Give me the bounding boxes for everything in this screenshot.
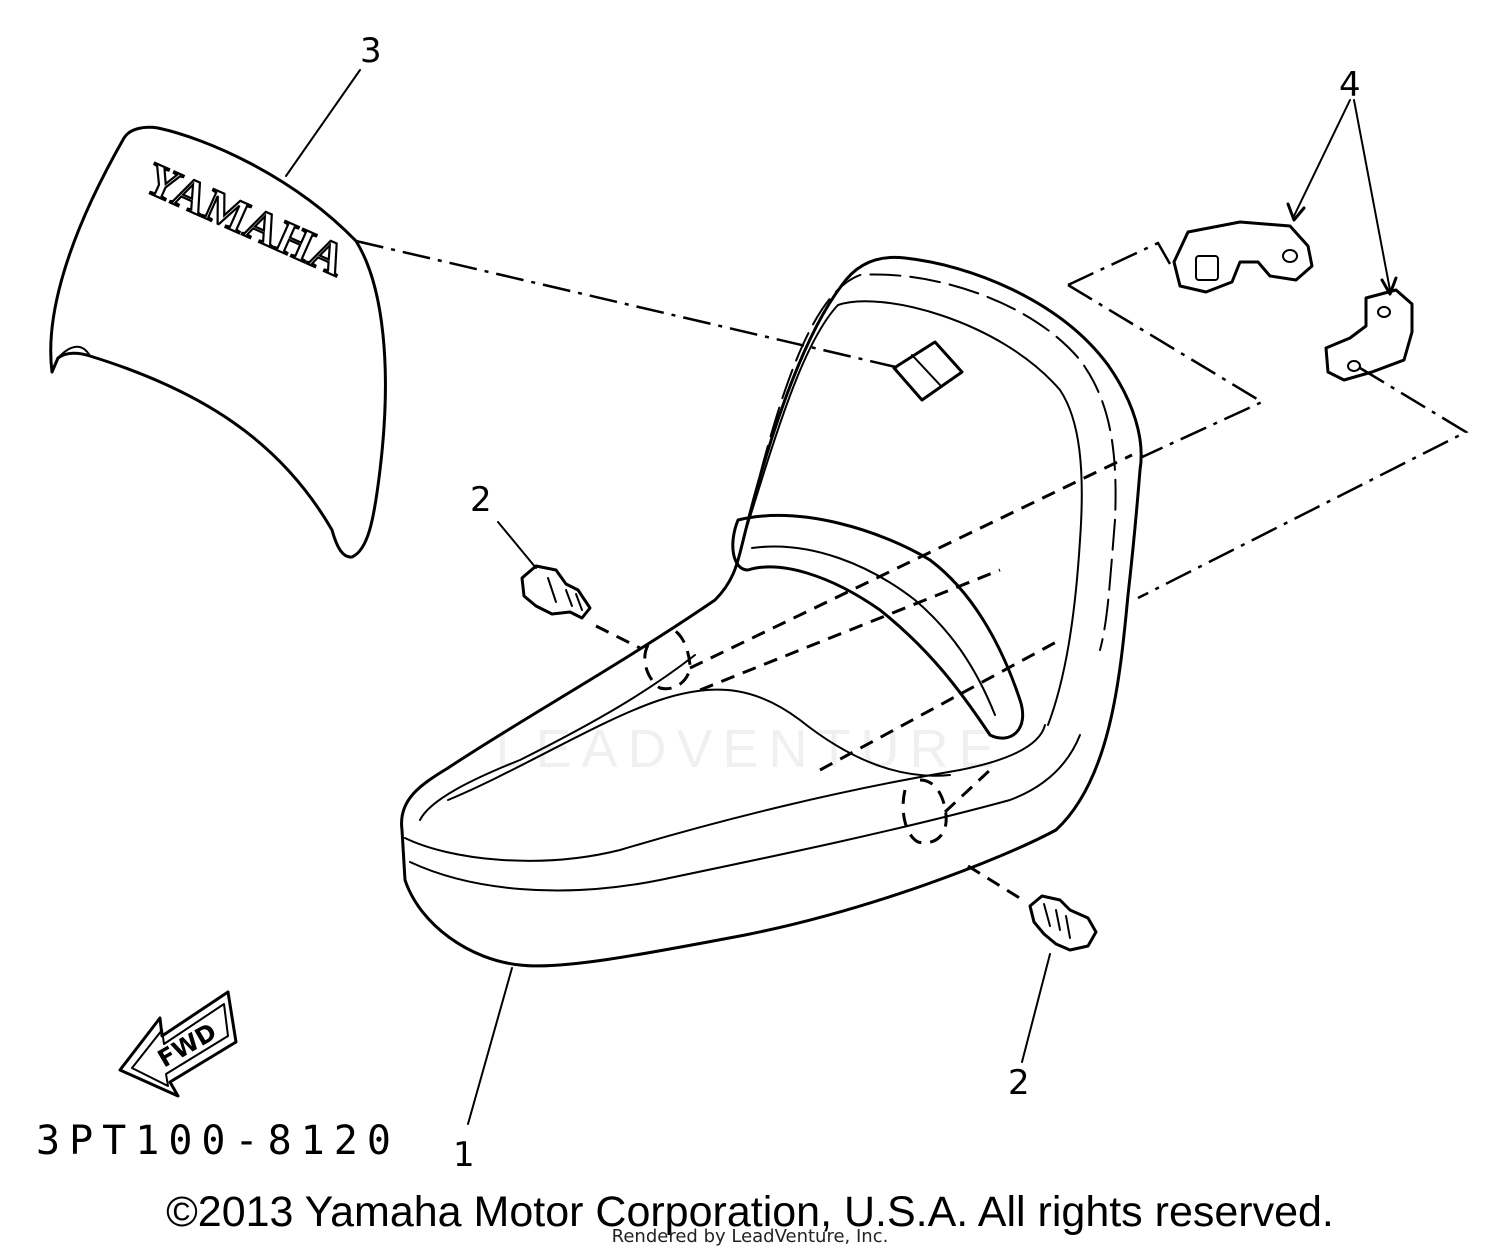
rendered-by-notice: Rendered by LeadVenture, Inc.: [611, 1226, 889, 1247]
arrowhead-4a: [1286, 202, 1306, 222]
mounting-bracket-lower[interactable]: [1324, 288, 1414, 382]
leader-4a: [1293, 99, 1351, 217]
bracket-locator-b: [1137, 366, 1469, 600]
leader-1: [467, 967, 513, 1125]
mount-line-front: [699, 568, 1001, 692]
arrowhead-4b: [1380, 276, 1398, 296]
bolt-right[interactable]: [1028, 894, 1098, 952]
callout-3: 3: [360, 31, 382, 71]
callout-2-right: 2: [1008, 1063, 1030, 1103]
bolt-left[interactable]: [520, 564, 592, 620]
callout-1: 1: [453, 1135, 475, 1175]
diagram-part-code: 3PT100-8120: [36, 1118, 400, 1164]
mount-line-bolt2: [943, 768, 992, 814]
leader-3: [285, 69, 361, 177]
copyright-notice: ©2013 Yamaha Motor Corporation, U.S.A. A…: [166, 1188, 1334, 1236]
bolt-left-leader: [595, 624, 641, 650]
fwd-arrow-icon: FWD: [118, 990, 238, 1098]
callout-2-left: 2: [470, 480, 492, 520]
fwd-label: FWD: [153, 1018, 221, 1074]
leader-4b: [1353, 99, 1391, 291]
cover-leader-line: [355, 239, 901, 370]
bolt-right-leader: [967, 864, 1027, 904]
leader-2-right: [1021, 953, 1051, 1063]
seat-back-cover[interactable]: YAMAHA: [49, 125, 387, 559]
seat[interactable]: [400, 255, 1143, 968]
mounting-bracket-upper[interactable]: [1172, 220, 1314, 294]
bracket-locator-a: [1067, 241, 1265, 460]
yamaha-logo: YAMAHA: [138, 153, 354, 287]
callout-4: 4: [1339, 65, 1361, 105]
leader-2-left: [497, 521, 537, 569]
mount-line-center: [689, 453, 1133, 670]
mount-line-rear: [819, 638, 1061, 772]
